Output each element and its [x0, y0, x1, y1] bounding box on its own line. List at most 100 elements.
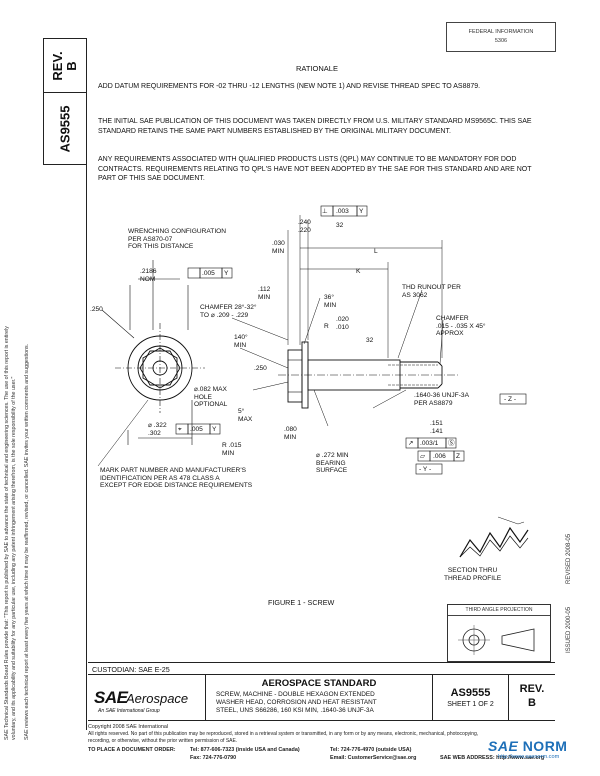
datum-y-ref-top: Y [224, 270, 229, 277]
revised-date: REVISED 2008-05 [566, 533, 572, 584]
datum-z: - Z - [504, 396, 517, 403]
projection-box: THIRD ANGLE PROJECTION [447, 604, 551, 662]
tolerance-005-bottom: .005 [190, 426, 203, 433]
document-number-cell: AS9555 SHEET 1 OF 2 [433, 675, 509, 721]
order-label: TO PLACE A DOCUMENT ORDER: [88, 747, 176, 753]
margin-rule [86, 38, 88, 730]
datum-y-ref-bottom: Y [212, 426, 217, 433]
rationale-heading: RATIONALE [296, 64, 338, 73]
projection-label: THIRD ANGLE PROJECTION [448, 605, 550, 616]
revision-cell: REV. B [509, 675, 555, 721]
side-view [278, 341, 458, 409]
rationale-paragraph-1: ADD DATUM REQUIREMENTS FOR -02 THRU -12 … [98, 83, 481, 90]
thread-profile [459, 526, 529, 558]
runout-symbol: ↗ [408, 440, 414, 447]
header-line2: 5306 [494, 38, 508, 44]
logo-subtitle: An SAE International Group [98, 708, 160, 714]
watermark-logo: SAE NORM [488, 738, 567, 754]
fax: Fax: 724-776-0790 [190, 755, 237, 761]
margin-notice: SAE Technical Standards Board Rules prov… [4, 200, 32, 740]
tolerance-005-top: .005 [202, 270, 215, 277]
title-line-2: WASHER HEAD, CORROSION AND HEAT RESISTAN… [216, 699, 377, 707]
left-doc-number-box: AS9555 [44, 93, 86, 165]
diameter-322: ⌀ .322 .302 [148, 422, 167, 437]
issued-date: ISSUED 2000-05 [566, 606, 572, 653]
end-view [115, 323, 205, 413]
left-doc-number: AS9555 [57, 105, 73, 152]
margin-notice-line3: SAE reviews each technical report at lea… [24, 343, 31, 740]
left-id-column: REV.B AS9555 [43, 38, 87, 165]
rights-notice: All rights reserved. No part of this pub… [88, 731, 479, 737]
angle-5: 5°MAX [238, 408, 253, 423]
document-number: AS9555 [450, 687, 491, 699]
perpendicularity-datum: Y [359, 208, 364, 215]
watermark-url[interactable]: http://www.saenorm.com [498, 754, 560, 760]
rights-notice-2: recording, or otherwise, without the pri… [88, 738, 238, 744]
dimension-250-end-view: .250 [90, 306, 103, 313]
title-block: SAE Aerospace An SAE International Group… [88, 674, 555, 721]
left-rev-box: REV.B [44, 38, 86, 93]
chamfer-head-note: CHAMFER 28°-32°TO ⌀ .209 - .229 [200, 304, 257, 319]
margin-notice-line1: SAE Technical Standards Board Rules prov… [4, 326, 10, 740]
position-symbol: ⌖ [178, 426, 182, 433]
flatness-datum: Z [456, 453, 461, 460]
chamfer-end-note: CHAMFER.015 - .035 X 45°APPROX [436, 315, 486, 337]
dimension-240: .240.220 [298, 219, 311, 234]
surface-finish-top: 32 [336, 222, 344, 229]
revision-value: B [528, 697, 536, 709]
header-line1: FEDERAL INFORMATION [468, 29, 534, 35]
angle-140: 140°MIN [234, 334, 248, 349]
title-line-3: STEEL, UNS S66286, 160 KSI MIN, .1640-36… [216, 707, 374, 715]
title-cell: AEROSPACE STANDARD SCREW, MACHINE - DOUB… [206, 675, 433, 721]
custodian: CUSTODIAN: SAE E-25 [88, 662, 555, 674]
sae-aerospace-logo: SAE Aerospace An SAE International Group [88, 675, 206, 721]
sheet-number: SHEET 1 OF 2 [447, 701, 494, 708]
radius-020: .020.010 [336, 316, 349, 331]
dimension-l: L [374, 248, 378, 255]
angle-36: 36°MIN [324, 294, 337, 309]
rationale-paragraph-2: THE INITIAL SAE PUBLICATION OF THIS DOCU… [98, 118, 532, 135]
perpendicularity-symbol: ⊥ [322, 208, 328, 215]
radius-r: R [324, 323, 329, 330]
runout-modifier: Ⓢ [448, 440, 455, 447]
logo-aerospace: Aerospace [126, 691, 189, 706]
watermark-word: NORM [522, 738, 568, 754]
standard-type: AEROSPACE STANDARD [261, 678, 377, 689]
perpendicularity-tolerance: .003 [336, 208, 349, 215]
header-box: FEDERAL INFORMATION 5306 [446, 22, 556, 52]
dimension-151: .151.141 [430, 420, 443, 435]
surface-finish-shank: 32 [366, 337, 374, 344]
dimension-250: .250 [254, 365, 267, 372]
screw-drawing-lines [97, 205, 529, 558]
web-address[interactable]: SAE WEB ADDRESS: http://www.sae.org [440, 755, 545, 761]
left-rev-value: B [64, 60, 79, 71]
flatness-symbol: ▱ [420, 453, 426, 460]
runout-tolerance: .003/1 [420, 440, 439, 447]
watermark-brand: SAE [488, 738, 519, 754]
dimension-k: K [356, 268, 361, 275]
copyright: Copyright 2008 SAE International [88, 724, 169, 730]
left-rev-label: REV. [50, 50, 65, 81]
figure-caption: FIGURE 1 - SCREW [268, 598, 335, 607]
datum-y-box: - Y - [419, 466, 432, 473]
logo-sae: SAE [94, 688, 128, 707]
projection-symbol [458, 625, 535, 655]
email[interactable]: Email: CustomerService@sae.org [330, 755, 417, 761]
revision-label: REV. [519, 683, 545, 695]
flatness-tolerance: .006 [433, 453, 446, 460]
margin-notice-line2: voluntary, and its applicability and sui… [11, 376, 18, 740]
